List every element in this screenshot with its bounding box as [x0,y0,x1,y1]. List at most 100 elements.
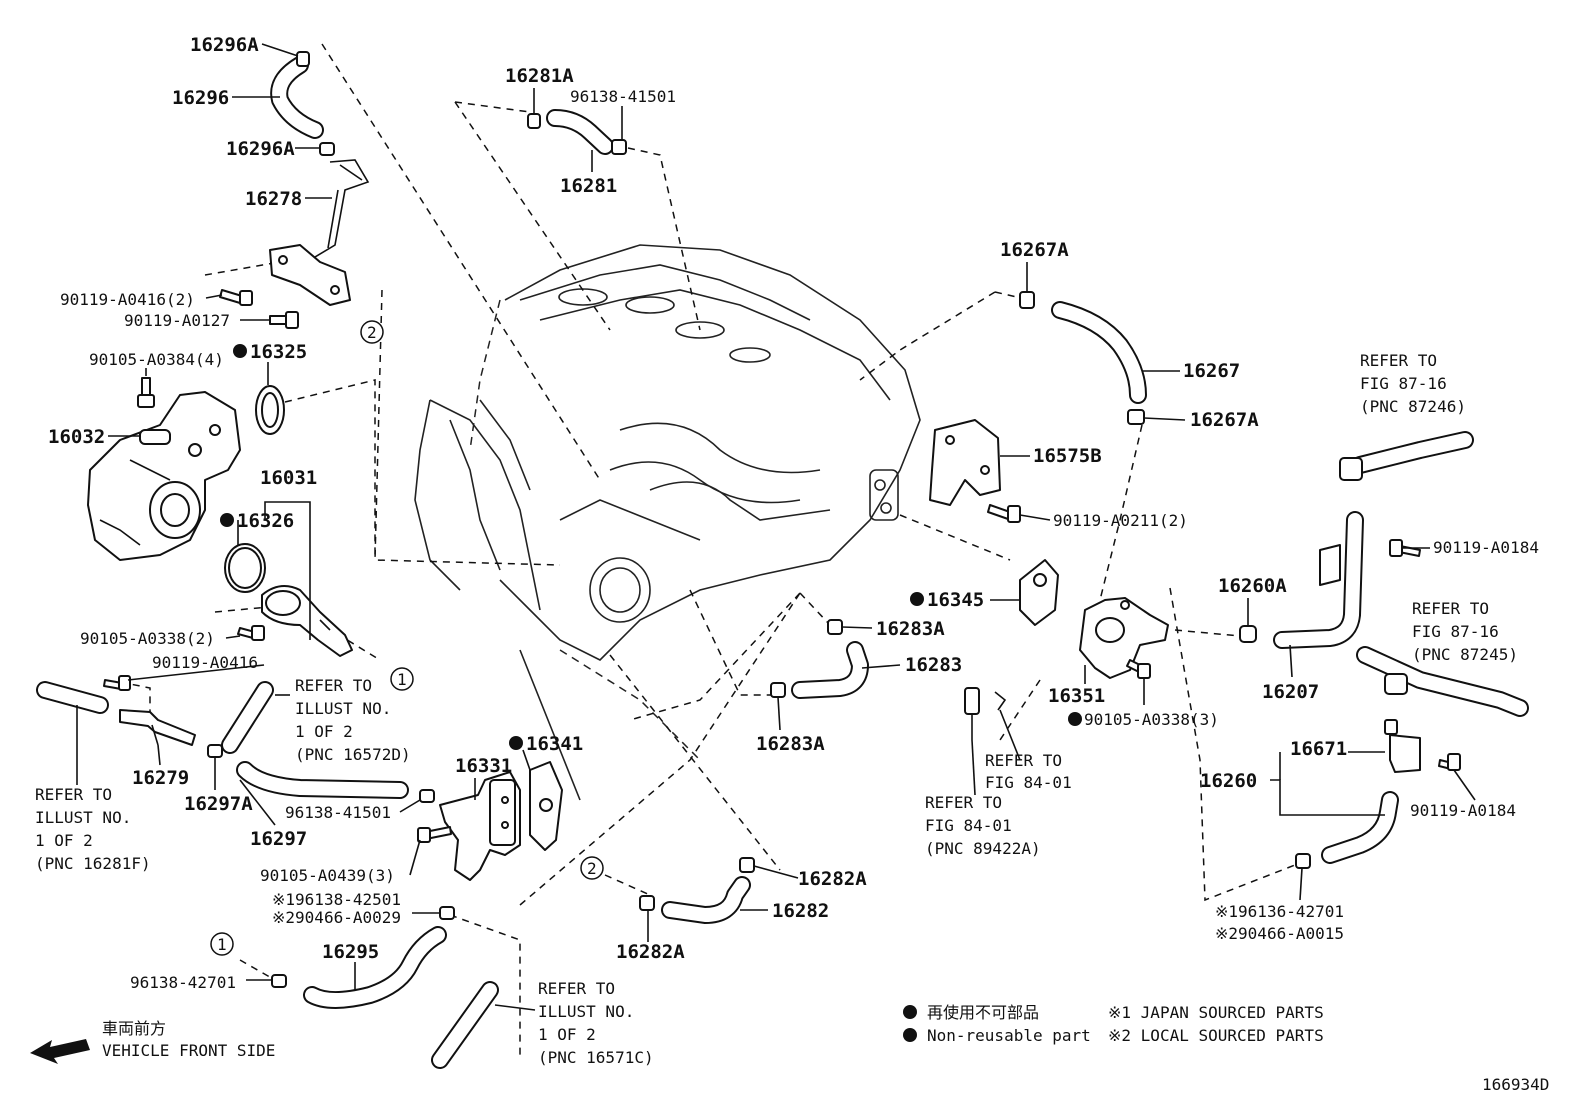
label-16267A-bot: 16267A [1190,409,1259,431]
hose-ref-16572D[interactable] [221,681,274,754]
callout-1-lower: 1 [210,932,234,956]
clamp-16281A[interactable] [527,113,541,129]
clamp-16297A[interactable] [207,744,223,758]
hose-ref-16571C[interactable] [431,981,499,1069]
bolt-90105-A0338-2[interactable] [237,625,265,641]
ref-87246: REFER TO FIG 87-16 (PNC 87246) [1360,351,1466,416]
label-16207: 16207 [1262,681,1319,703]
svg-text:ILLUST NO.: ILLUST NO. [295,699,391,718]
bolt-90105-A0384-4[interactable] [137,377,155,408]
clamp-96138-41501-low[interactable] [419,789,435,803]
sensor-89422A[interactable] [964,687,1007,740]
bolt-90105-A0338-3[interactable] [1126,659,1151,679]
bolt-90119-A0416[interactable] [103,675,131,691]
svg-text:REFER TO: REFER TO [295,676,372,695]
bolt-90119-A0127[interactable] [269,311,299,329]
reference-notes: REFER TO ILLUST NO. 1 OF 2 (PNC 16572D) … [35,351,1518,1067]
clamp-290466-A0029[interactable] [439,906,455,920]
bolt-90105-A0439-3[interactable] [417,826,452,843]
clamp-16267A-bot[interactable] [1127,409,1145,425]
nonreusable-dot-icon [509,736,523,750]
svg-text:REFER TO: REFER TO [35,785,112,804]
bracket-16575B[interactable] [929,419,1001,506]
label-16281A: 16281A [505,65,574,87]
svg-text:REFER TO: REFER TO [538,979,615,998]
clamp-16296A-mid[interactable] [319,142,335,156]
bolt-90119-A0211-2[interactable] [987,504,1021,523]
o-ring-16326[interactable] [224,543,266,593]
hose-16260[interactable] [1321,791,1399,864]
label-16282: 16282 [772,900,829,922]
hose-16283[interactable] [791,641,869,699]
bolt-90119-A0416-2[interactable] [219,289,253,306]
svg-text:(PNC 16572D): (PNC 16572D) [295,745,411,764]
water-pump-16032[interactable] [87,391,241,561]
callout-2-upper: 2 [360,320,384,344]
label-90119-A0184-top: 90119-A0184 [1433,538,1539,557]
hose-ref-87245[interactable] [1356,646,1529,717]
label-96138-41501-top: 96138-41501 [570,87,676,106]
label-16296: 16296 [172,87,229,109]
svg-text:(PNC 89422A): (PNC 89422A) [925,839,1041,858]
svg-text:ILLUST NO.: ILLUST NO. [35,808,131,827]
clamp-16296A-top[interactable] [296,51,310,67]
clamp-16260A[interactable] [1239,625,1257,643]
label-16325: 16325 [250,341,307,363]
label-96138-42701: 96138-42701 [130,973,236,992]
label-16297A: 16297A [184,793,253,815]
label-16296A-top: 16296A [190,34,259,56]
water-outlet-16331[interactable] [439,771,521,881]
gasket-16345[interactable] [1019,559,1059,626]
label-16282A-bot: 16282A [616,941,685,963]
hose-16297[interactable] [236,761,409,799]
svg-text:1 OF 2: 1 OF 2 [35,831,93,850]
clamp-96138-42701[interactable] [271,974,287,988]
label-16295: 16295 [322,941,379,963]
hose-ref-87246[interactable] [1339,431,1474,481]
svg-text:ILLUST NO.: ILLUST NO. [538,1002,634,1021]
clamp-16282A-bot[interactable] [639,895,655,911]
union-16671[interactable] [1384,719,1421,773]
label-16296A-mid: 16296A [226,138,295,160]
pipe-16207[interactable] [1273,511,1364,649]
clamp-290466-A0015[interactable] [1295,853,1311,869]
svg-text:1 OF 2: 1 OF 2 [538,1025,596,1044]
label-16278: 16278 [245,188,302,210]
hose-16282[interactable] [661,876,751,924]
hose-ref-16281F[interactable] [36,681,109,714]
svg-text:1 OF 2: 1 OF 2 [295,722,353,741]
water-inlet-16031[interactable] [261,585,353,657]
svg-text:REFER TO: REFER TO [985,751,1062,770]
hose-16267[interactable] [1051,301,1147,404]
svg-text:(PNC 87246): (PNC 87246) [1360,397,1466,416]
bolt-90119-A0184-bot[interactable] [1438,753,1461,771]
hose-16295[interactable] [303,926,447,1009]
label-16351: 16351 [1048,685,1105,707]
nonreusable-dot-icon [903,1005,917,1019]
clamp-16283A-top[interactable] [827,619,843,635]
hose-16281[interactable] [546,109,614,155]
ref-16281F: REFER TO ILLUST NO. 1 OF 2 (PNC 16281F) [35,785,151,873]
label-16031: 16031 [260,467,317,489]
front-label-jp: 車両前方 [102,1019,166,1038]
svg-text:FIG 87-16: FIG 87-16 [1360,374,1447,393]
water-outlet-16351[interactable] [1079,597,1169,679]
pipe-16279[interactable] [119,709,196,746]
legend-note-1: ※1 JAPAN SOURCED PARTS [1108,1003,1324,1022]
gasket-16325[interactable] [255,385,285,435]
clamp-16283A-bot[interactable] [770,682,786,698]
legend: 再使用不可部品 Non-reusable part ※1 JAPAN SOURC… [903,1003,1324,1045]
label-290466-A0029: ※290466-A0029 [272,908,401,927]
ref-16571C: REFER TO ILLUST NO. 1 OF 2 (PNC 16571C) [538,979,654,1067]
hose-16296[interactable] [270,56,324,139]
clamp-96138-41501-top[interactable] [611,139,627,155]
pipe-16278[interactable] [269,159,370,306]
engine-block-illustration [414,244,921,801]
svg-text:(PNC 16571C): (PNC 16571C) [538,1048,654,1067]
callout-2-lower: 2 [580,856,604,880]
clamp-16282A-top[interactable] [739,857,755,873]
gasket-16341[interactable] [529,761,563,851]
callout-circles: 2 1 2 1 [210,320,604,956]
clamp-16267A-top[interactable] [1019,291,1035,309]
